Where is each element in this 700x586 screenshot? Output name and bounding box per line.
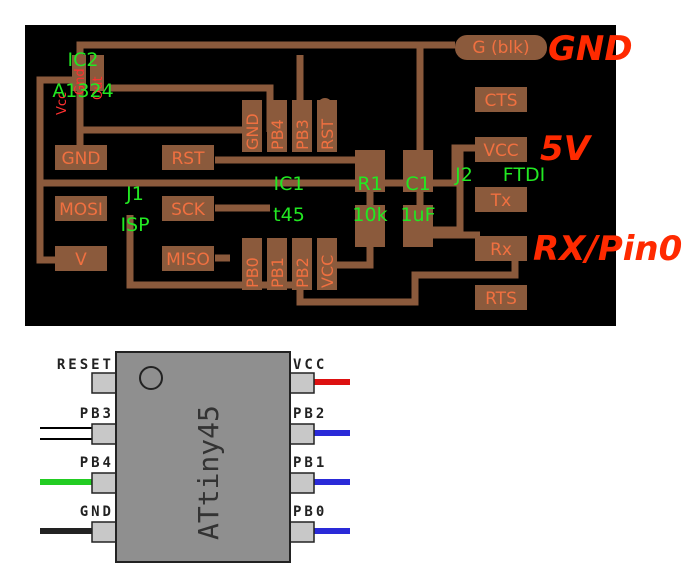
label-v-pb0: PB0: [243, 257, 262, 288]
pad-v: [55, 246, 107, 271]
pads: [55, 35, 547, 310]
label-j2-value: FTDI: [503, 164, 545, 186]
pad-ic1-rst: [317, 100, 337, 152]
pad-cts: [475, 87, 527, 112]
pad-vcc: [475, 137, 527, 162]
label-c1-ref: C1: [405, 173, 430, 195]
label-j2-ref: J2: [454, 164, 473, 186]
label-tx: Tx: [490, 191, 511, 211]
pad-gblk: [455, 35, 547, 60]
label-v-gnd: GND: [243, 113, 262, 150]
label-rx: Rx: [490, 240, 512, 260]
label-ic1-value: t45: [273, 204, 305, 226]
label-sck: SCK: [171, 200, 206, 220]
pin-label-gnd: GND: [80, 504, 114, 520]
pad-mosi: [55, 196, 107, 221]
label-c1-value: 1uF: [400, 204, 435, 226]
label-miso: MISO: [166, 250, 210, 270]
label-v: V: [75, 250, 87, 270]
pcb-board: CTS VCC Tx Rx RTS GND MOSI V RST SCK MIS…: [25, 25, 616, 326]
pin-label-pb3: PB3: [80, 406, 114, 422]
annotation-5v: 5V: [540, 129, 593, 169]
pad-ic1-pb1: [267, 238, 287, 290]
label-j1-ref: J1: [125, 183, 144, 205]
label-mosi: MOSI: [59, 200, 103, 220]
label-r1-value: 10k: [352, 204, 387, 226]
label-vcc: VCC: [483, 141, 518, 161]
label-v-pb1: PB1: [268, 257, 287, 288]
label-ic2-value: A1324: [52, 80, 113, 102]
label-ic2-a: Vcc: [55, 92, 70, 115]
chip-name: ATtiny45: [192, 405, 225, 540]
pad-ic1-pb2: [292, 238, 312, 290]
pin-label-reset: RESET: [57, 357, 114, 373]
pad-rts: [475, 285, 527, 310]
pin-label-pb2: PB2: [293, 406, 327, 422]
label-v-vcc: VCC: [318, 255, 337, 288]
pad-gnd: [55, 145, 107, 170]
label-rts: RTS: [485, 289, 517, 309]
pad-r1-b: [355, 205, 385, 247]
pad-c1-a: [403, 150, 433, 192]
annotation-gnd: GND: [548, 29, 633, 69]
label-gnd: GND: [62, 149, 101, 169]
pad-rst: [162, 145, 214, 170]
pad-ic1-pb0: [242, 238, 262, 290]
label-ic1-ref: IC1: [274, 173, 305, 195]
via: [318, 98, 332, 112]
label-v-rst: RST: [318, 119, 337, 150]
label-ic2-ref: IC2: [68, 49, 99, 71]
pad-sck: [162, 196, 214, 221]
pad-r1-a: [355, 150, 385, 192]
pin-label-pb0: PB0: [293, 504, 327, 520]
pin-label-pb1: PB1: [293, 455, 327, 471]
label-ic2-c: Out: [91, 76, 106, 100]
pin1-marker: [139, 366, 163, 390]
label-r1-ref: R1: [357, 173, 382, 195]
pad-ic2-a: [72, 55, 86, 91]
pad-tx: [475, 187, 527, 212]
pad-ic2-b: [90, 55, 104, 91]
pad-ic1-vcc: [317, 238, 337, 290]
label-ic2-b: Gnd: [73, 68, 88, 95]
pad-ic1-pb4: [267, 100, 287, 152]
pad-ic1-pb3: [292, 100, 312, 152]
pad-miso: [162, 246, 214, 271]
label-v-pb3: PB3: [293, 119, 312, 150]
pad-c1-b: [403, 205, 433, 247]
label-v-pb4: PB4: [268, 119, 287, 150]
label-v-pb2: PB2: [293, 257, 312, 288]
annotation-rx: RX/Pin0: [533, 229, 682, 269]
label-cts: CTS: [484, 91, 517, 111]
pad-rx: [475, 236, 527, 261]
attiny45-chip: ATtiny45 RESET PB3 PB4 GND VCC PB2 PB1 P…: [40, 351, 350, 563]
pad-ic1-gnd: [242, 100, 262, 152]
label-j1-value: ISP: [120, 214, 149, 236]
label-rst: RST: [172, 149, 206, 169]
pin-label-vcc: VCC: [293, 357, 327, 373]
chip-pins: [91, 372, 315, 543]
pin-label-pb4: PB4: [80, 455, 114, 471]
label-gblk: G (blk): [472, 38, 529, 58]
